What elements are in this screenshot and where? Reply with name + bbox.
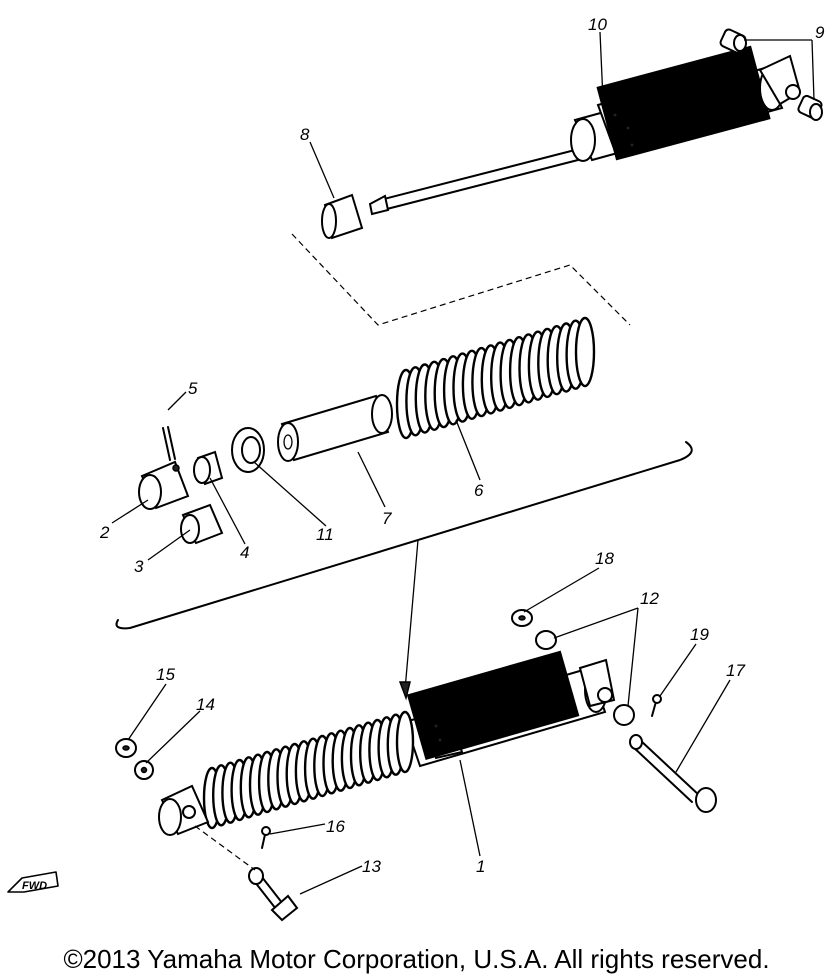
callout-6: 6	[474, 481, 484, 500]
washer-part-18	[511, 609, 533, 627]
fwd-arrow-icon: FWD	[7, 871, 59, 893]
adjuster-part-2	[138, 460, 190, 510]
collars-part-9	[719, 28, 823, 121]
callout-4: 4	[240, 543, 249, 562]
spring-coil	[574, 316, 596, 388]
spring-part-6	[395, 316, 596, 440]
collar-part-12	[535, 630, 635, 726]
callout-14: 14	[196, 695, 215, 714]
bump-stop-part-8	[321, 193, 364, 240]
shaft-part-17	[629, 734, 717, 813]
bolt-part-13	[248, 867, 299, 922]
callout-13: 13	[362, 857, 381, 876]
washer-part-14	[134, 760, 154, 780]
callout-9: 9	[815, 23, 825, 42]
cotter-pin-part-19	[651, 694, 662, 717]
exploded-parts-diagram: 10 9 8 5 6 7 11 4 2 3 18 12 19 17 15 14 …	[7, 15, 825, 922]
nut-part-15	[115, 738, 137, 758]
callout-8: 8	[300, 125, 310, 144]
callout-1: 1	[476, 857, 485, 876]
callout-2: 2	[99, 523, 110, 542]
spacer-part-4	[193, 450, 224, 486]
pin-part-5	[162, 426, 176, 461]
callout-18: 18	[595, 549, 614, 568]
callout-19: 19	[690, 625, 709, 644]
spring-coil	[395, 710, 415, 774]
callout-12: 12	[640, 589, 659, 608]
leader-lines	[111, 31, 815, 895]
damper-body-part-10	[368, 45, 802, 216]
cotter-pin-part-16	[261, 826, 271, 849]
callout-17: 17	[726, 661, 745, 680]
callout-labels: 10 9 8 5 6 7 11 4 2 3 18 12 19 17 15 14 …	[99, 15, 825, 876]
callout-10: 10	[588, 15, 607, 34]
callout-15: 15	[156, 665, 175, 684]
callout-16: 16	[326, 817, 345, 836]
spring-seat-part-11	[231, 427, 265, 473]
group-bracket	[115, 441, 693, 630]
copyright-notice: ©2013 Yamaha Motor Corporation, U.S.A. A…	[63, 944, 770, 974]
spring-guide-part-7	[277, 394, 393, 462]
assembly-arrow	[404, 539, 419, 691]
callout-3: 3	[134, 557, 144, 576]
shock-assembly-part-1	[158, 650, 616, 836]
callout-5: 5	[188, 379, 198, 398]
callout-11: 11	[316, 525, 334, 544]
callout-7: 7	[382, 509, 392, 528]
fwd-label: FWD	[22, 880, 47, 892]
bushing-part-3	[180, 503, 224, 545]
